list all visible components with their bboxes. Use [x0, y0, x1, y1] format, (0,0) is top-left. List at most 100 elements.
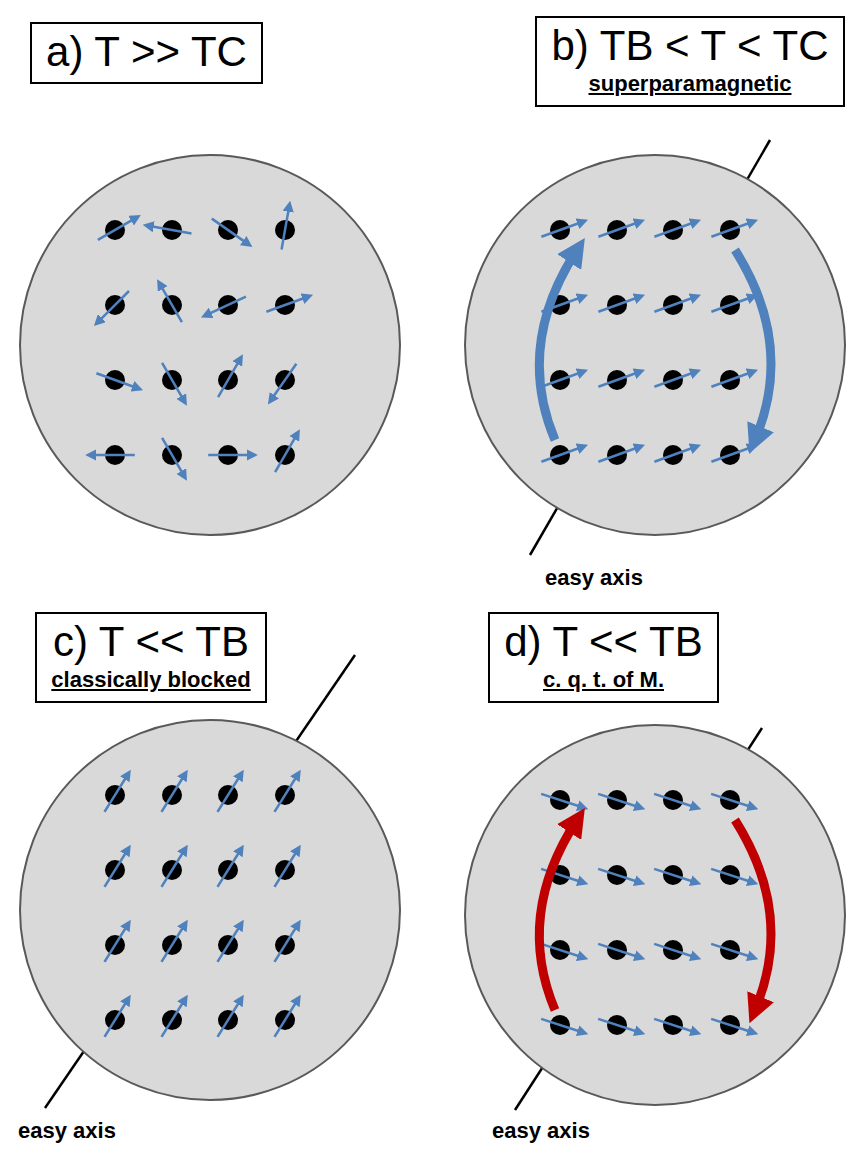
spin-arrow [105, 924, 128, 961]
regime-name: c. q. t. of M. [504, 666, 703, 695]
spin [148, 220, 191, 240]
spin [654, 295, 695, 315]
spin-arrow [598, 447, 639, 462]
spin-arrow [711, 372, 752, 387]
spin-arrow [105, 774, 128, 811]
spin [541, 1015, 583, 1035]
spin [541, 790, 583, 810]
spin-arrow [598, 944, 640, 958]
spin [711, 295, 752, 315]
regime-name: classically blocked [51, 666, 251, 695]
spin-arrow [711, 447, 752, 462]
spin-arrow [654, 222, 695, 237]
spin [206, 295, 246, 315]
nanoparticle [465, 725, 845, 1105]
spin [218, 774, 241, 811]
spin [208, 445, 252, 465]
spin-arrow [598, 1019, 640, 1033]
spin-arrow [105, 849, 128, 886]
spin [541, 370, 582, 390]
spin-arrow [98, 291, 129, 322]
spin-arrow [654, 944, 696, 958]
spin-arrow [91, 454, 135, 457]
spin-arrow [541, 944, 583, 958]
spin [162, 363, 184, 401]
spin [598, 220, 639, 240]
spin-arrow [711, 794, 753, 808]
nanoparticle [20, 720, 400, 1100]
spin-arrow [218, 774, 241, 811]
spin [654, 940, 696, 960]
spin-arrow [541, 1019, 583, 1033]
spin [105, 999, 128, 1036]
temperature-condition: b) TB < T < TC [551, 22, 829, 70]
spin [275, 434, 297, 472]
spin-arrow [208, 454, 252, 457]
spin-arrow [654, 1019, 696, 1033]
spin-arrow [212, 219, 248, 244]
spin [711, 220, 752, 240]
spin-arrow [598, 372, 639, 387]
rotation-arrow [539, 820, 577, 1010]
spin-arrow [218, 924, 241, 961]
spin [598, 445, 639, 465]
regime-label-box: a) T >> TC [30, 22, 263, 84]
spin-arrow [218, 849, 241, 886]
spin [654, 445, 695, 465]
spin [218, 359, 240, 397]
spin [711, 940, 753, 960]
spin-arrow [654, 297, 695, 312]
axis-label: easy axis [492, 1118, 590, 1144]
spin [91, 445, 135, 465]
spin [654, 790, 696, 810]
spin [266, 295, 307, 315]
spin-arrow [162, 774, 185, 811]
spin-arrow [711, 297, 752, 312]
spin [598, 940, 640, 960]
particle-panel [465, 725, 845, 1110]
spin [711, 370, 752, 390]
spin-arrow [654, 794, 696, 808]
nanoparticle [465, 155, 845, 535]
spin-arrow [148, 226, 191, 234]
spin [598, 790, 640, 810]
rotation-arrow [735, 250, 771, 440]
spin-arrow [711, 944, 753, 958]
temperature-condition: a) T >> TC [46, 28, 247, 76]
regime-label-box: b) TB < T < TCsuperparamagnetic [535, 16, 845, 107]
spin-arrow [271, 364, 296, 400]
spin [654, 1015, 696, 1035]
spin-arrow [275, 999, 298, 1036]
spin [271, 364, 296, 400]
spin-arrow [598, 222, 639, 237]
spin [598, 370, 639, 390]
spin [711, 865, 753, 885]
spin-arrow [206, 297, 246, 316]
regime-name: superparamagnetic [551, 70, 829, 99]
spin [275, 999, 298, 1036]
spin [711, 445, 752, 465]
spin-arrow [711, 869, 753, 883]
spin-arrow [218, 999, 241, 1036]
spin [105, 924, 128, 961]
spin [162, 438, 184, 476]
spin [275, 774, 298, 811]
spin-arrow [654, 447, 695, 462]
rotation-arrow [735, 820, 771, 1010]
spin-arrow [266, 297, 307, 312]
spin [160, 284, 182, 322]
spin-arrow [275, 849, 298, 886]
spin [598, 865, 640, 885]
spin [275, 849, 298, 886]
particle-panel [20, 155, 400, 535]
spin [162, 774, 185, 811]
spin-arrow [162, 924, 185, 961]
spin-arrow [105, 999, 128, 1036]
spin [541, 445, 582, 465]
axis-label: easy axis [545, 565, 643, 591]
spin-arrow [96, 373, 137, 388]
regime-label-box: d) T << TBc. q. t. of M. [488, 612, 719, 703]
spin [105, 849, 128, 886]
spin-arrow [541, 222, 582, 237]
